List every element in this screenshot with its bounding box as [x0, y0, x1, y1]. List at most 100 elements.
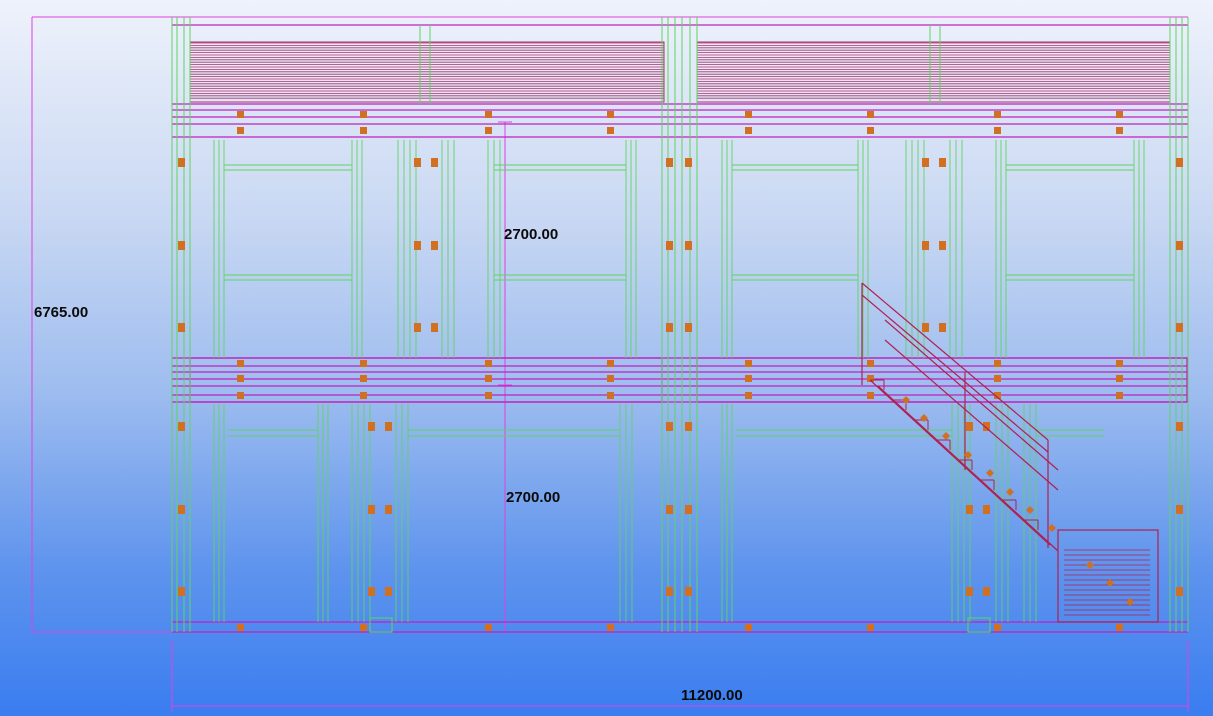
bolt-plate [237, 375, 244, 382]
bolt-plate [966, 587, 973, 596]
bolt-plate [666, 587, 673, 596]
bolt-plate [745, 111, 752, 118]
bolt-plate [922, 158, 929, 167]
bolt-plate [983, 587, 990, 596]
bolt-plate [485, 360, 492, 367]
bolt-plate [994, 624, 1001, 631]
bolt-plate [360, 624, 367, 631]
bolt-plate [431, 158, 438, 167]
bolt-plate [414, 241, 421, 250]
bolt-plate [983, 422, 990, 431]
stair-bolt [986, 469, 994, 477]
bolt-plate [966, 505, 973, 514]
bolt-plate [685, 241, 692, 250]
bolt-plate [607, 392, 614, 399]
bolt-plate [385, 587, 392, 596]
bolt-plate [1176, 241, 1183, 250]
stair-bolt [1006, 488, 1014, 496]
bolt-plate [666, 241, 673, 250]
bolt-plate [368, 587, 375, 596]
bolt-plate [414, 158, 421, 167]
bolt-plate [685, 422, 692, 431]
bolt-plate [237, 127, 244, 134]
stair-stringer [861, 282, 1049, 441]
bolt-plate [994, 127, 1001, 134]
bolt-plate [178, 587, 185, 596]
bolt-plate [939, 158, 946, 167]
bolt-plate [685, 587, 692, 596]
base-plate [369, 617, 393, 633]
bolt-plate [607, 624, 614, 631]
overall-width-dimension-label: 11200.00 [681, 687, 743, 704]
bolt-plate [431, 241, 438, 250]
bolt-plate [431, 323, 438, 332]
stair-bolt [1048, 524, 1056, 532]
stair-stringer [861, 294, 1049, 453]
stair-bolt [964, 451, 972, 459]
bolt-plate [994, 360, 1001, 367]
bolt-plate [685, 505, 692, 514]
bolt-plate [1116, 624, 1123, 631]
bolt-plate [966, 422, 973, 431]
bolt-plate [867, 375, 874, 382]
bolt-plate [1176, 158, 1183, 167]
bolt-plate [178, 505, 185, 514]
stair-stringer [869, 379, 1051, 546]
bolt-plate [414, 323, 421, 332]
bolt-plate [685, 158, 692, 167]
bolt-plate [994, 392, 1001, 399]
stair-bolt [942, 432, 950, 440]
bolt-plate [178, 241, 185, 250]
bolt-plate [178, 323, 185, 332]
lower-storey-height-dimension-label: 2700.00 [506, 489, 561, 506]
bolt-plate [939, 323, 946, 332]
bolt-plate [745, 127, 752, 134]
stair-bolt [920, 414, 928, 422]
bolt-plate [994, 375, 1001, 382]
bolt-plate [922, 323, 929, 332]
bolt-plate [368, 505, 375, 514]
bolt-plate [385, 505, 392, 514]
bolt-plate [983, 505, 990, 514]
bolt-plate [685, 323, 692, 332]
bolt-plate [867, 127, 874, 134]
bolt-plate [745, 375, 752, 382]
bolt-plate [666, 422, 673, 431]
stair-landing [1057, 529, 1159, 623]
upper-storey-height-dimension-label: 2700.00 [504, 226, 559, 243]
bolt-plate [178, 158, 185, 167]
bolt-plate [485, 127, 492, 134]
bolt-plate [939, 241, 946, 250]
bolt-plate [867, 392, 874, 399]
stair-bolt [1106, 579, 1114, 587]
stair-stringer [884, 319, 1059, 471]
bolt-plate [1176, 323, 1183, 332]
bolt-plate [922, 241, 929, 250]
bolt-plate [360, 111, 367, 118]
bolt-plate [745, 360, 752, 367]
bolt-plate [666, 323, 673, 332]
overall-height-dimension-label: 6765.00 [34, 304, 89, 321]
stair-stringer [884, 339, 1059, 491]
stair-stringer [877, 385, 1059, 552]
bolt-plate [485, 624, 492, 631]
bolt-plate [485, 375, 492, 382]
bolt-plate [1176, 422, 1183, 431]
stair-bolt [1126, 598, 1134, 606]
bolt-plate [1116, 392, 1123, 399]
bolt-plate [1116, 360, 1123, 367]
bolt-plate [607, 360, 614, 367]
stair-bolt [902, 396, 910, 404]
bolt-plate [360, 392, 367, 399]
bolt-plate [368, 422, 375, 431]
bolt-plate [237, 392, 244, 399]
stair-bolt [1086, 561, 1094, 569]
bolt-plate [485, 111, 492, 118]
bolt-plate [867, 111, 874, 118]
bolt-plate [745, 624, 752, 631]
bolt-plate [1176, 505, 1183, 514]
bolt-plate [1116, 127, 1123, 134]
bolt-plate [1176, 587, 1183, 596]
